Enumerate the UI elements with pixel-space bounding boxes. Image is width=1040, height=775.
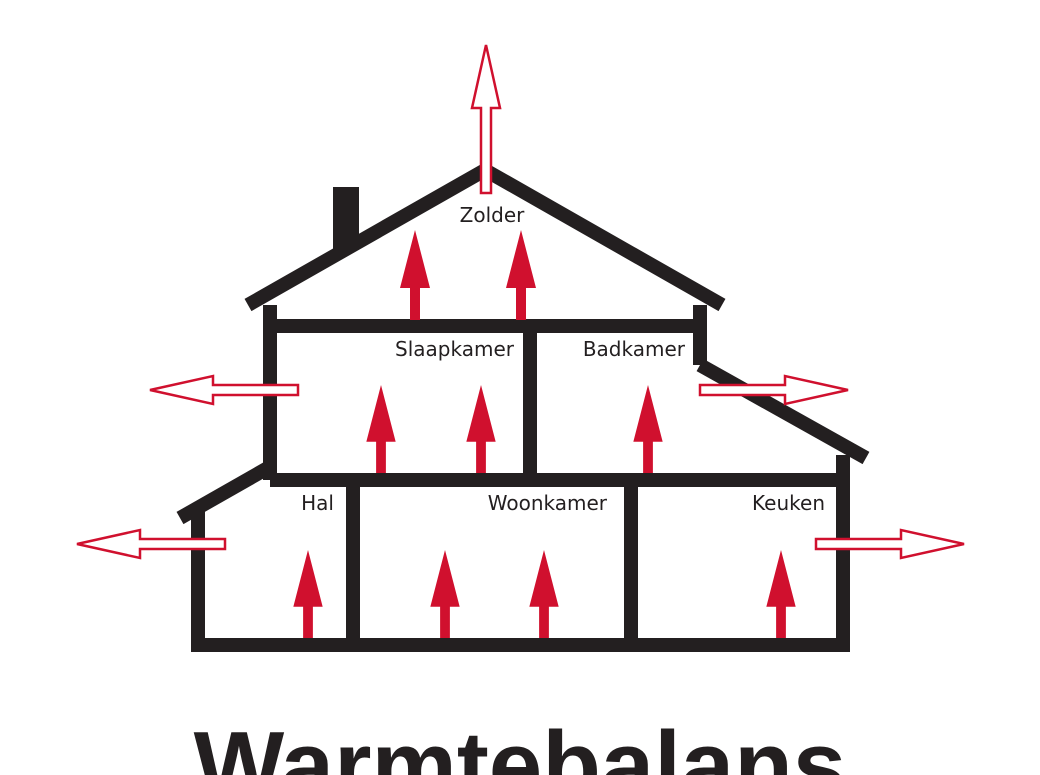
room-label-attic: Zolder (460, 203, 525, 227)
bathroom-heat-arrow (633, 385, 663, 473)
room-label-bathroom: Badkamer (583, 337, 686, 361)
room-label-kitchen: Keuken (752, 491, 825, 515)
room-label-living-room: Woonkamer (488, 491, 608, 515)
kitchen-heat-arrow (766, 550, 796, 638)
room-label-bedroom: Slaapkamer (395, 337, 515, 361)
attic-heat-arrow-right (506, 230, 536, 320)
bathroom-heat-loss-arrow (698, 374, 849, 406)
chimney (333, 187, 359, 249)
attic-heat-arrow-left (400, 230, 430, 320)
living-heat-arrow-right (529, 550, 559, 638)
kitchen-heat-loss-arrow (814, 528, 965, 560)
hall-heat-loss-arrow (76, 528, 227, 560)
hall-heat-arrow (293, 550, 323, 638)
heat-arrows (293, 230, 796, 638)
page-title: Warmtebalans (193, 718, 847, 775)
roof-heat-loss-arrow (470, 44, 502, 195)
upper-right-slope (696, 358, 870, 465)
heat-loss-arrows (76, 44, 965, 560)
bedroom-heat-arrow-left (366, 385, 396, 473)
room-label-hall: Hal (301, 491, 334, 515)
bedroom-heat-loss-arrow (149, 374, 300, 406)
living-heat-arrow-left (430, 550, 460, 638)
bedroom-heat-arrow-right (466, 385, 496, 473)
